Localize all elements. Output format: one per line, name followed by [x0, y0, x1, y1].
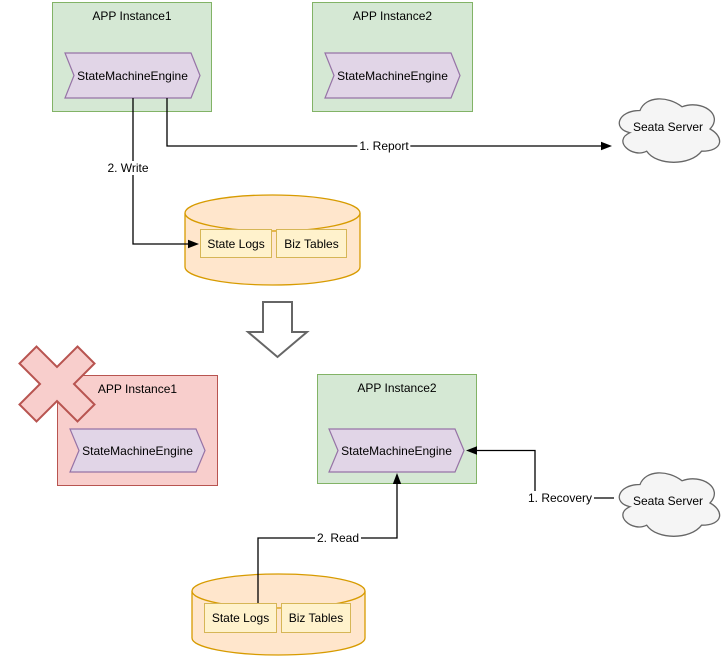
- scene2-app-instance1-title: APP Instance1: [97, 382, 178, 396]
- scene1-database-cylinder-top: [184, 194, 361, 232]
- recovery-edge-label: 1. Recovery: [525, 491, 595, 505]
- write-arrowhead: [188, 239, 199, 249]
- scene1-engine2-label: StateMachineEngine: [337, 68, 448, 83]
- scene2-app-instance2-title: APP Instance2: [357, 381, 437, 395]
- read-edge-label: 2. Read: [314, 531, 362, 545]
- scene2-biz-tables-table: Biz Tables: [281, 603, 351, 633]
- scene1-state-logs-table: State Logs: [200, 229, 272, 258]
- transition-down-arrow: [245, 301, 310, 359]
- scene1-engine1-label: StateMachineEngine: [77, 68, 188, 83]
- write-edge-label: 2. Write: [105, 161, 151, 175]
- scene2-seata-server-label: Seata Server: [632, 494, 704, 508]
- scene1-app-instance1-title: APP Instance1: [92, 9, 172, 23]
- scene1-seata-server-label: Seata Server: [632, 120, 704, 134]
- scene2-engine1-label: StateMachineEngine: [82, 443, 193, 458]
- scene2-engine2-label: StateMachineEngine: [341, 443, 452, 458]
- report-edge-label: 1. Report: [357, 139, 411, 153]
- report-arrowhead: [601, 141, 612, 151]
- scene1-biz-tables-table: Biz Tables: [276, 229, 347, 258]
- scene1-app-instance2-title: APP Instance2: [352, 9, 433, 23]
- scene2-state-logs-table: State Logs: [204, 603, 277, 633]
